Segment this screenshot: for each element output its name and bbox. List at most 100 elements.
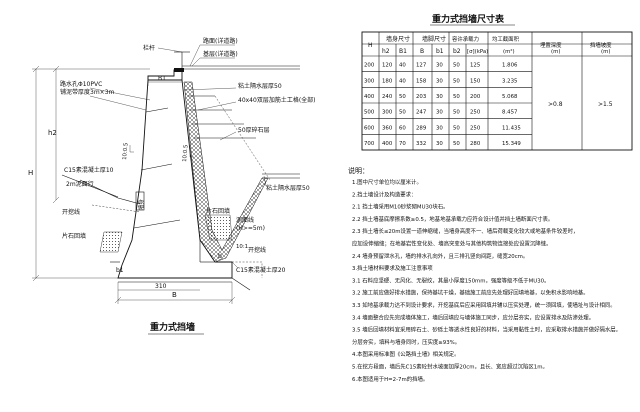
drain-hole-1: [145, 107, 169, 113]
slope-ratio-front: [129, 145, 134, 153]
th-foot: 墙脚尺寸: [422, 35, 446, 43]
table-cell: 40: [399, 78, 406, 84]
note-line: 6.本图适用于H=2-7m的挡墙。: [352, 375, 428, 383]
label-soil2: 粘土隔水层厚50: [266, 184, 310, 192]
label-ratio-back: 10:0.5: [182, 144, 189, 162]
th-bearing: 容许承载力: [452, 35, 479, 43]
table-cell: 30: [436, 63, 443, 69]
table-cell: 250: [470, 110, 481, 116]
label-railing: 栏杆: [143, 44, 155, 52]
road-leader-diag: [189, 44, 201, 67]
note-line: 2.2 挡土墙基底摩擦系数≥0.5，地基地基承载力应符合设计值并挡土墙断面尺寸表…: [352, 215, 553, 223]
wall-mark-box: [135, 191, 145, 211]
drain-hole-2: [140, 163, 173, 171]
th-m: (m): [551, 49, 560, 55]
th-wall: 墙身尺寸: [386, 35, 410, 43]
dim-H-tick-bot: [32, 274, 40, 282]
label-dim-310: 310: [155, 283, 167, 290]
table-cell: 240: [382, 94, 393, 100]
backfill-slope: [214, 95, 271, 181]
table-cell: 8.457: [502, 110, 517, 116]
table-cell: 50: [453, 141, 460, 147]
leader-gravel: [219, 131, 237, 141]
label-rubble: 片石回填: [62, 232, 86, 240]
label-stone: 40x40双层加筋土工格(全部): [238, 96, 316, 104]
wall-section: 栏杆 路面(详道路) 基层(详道路) 路水孔Φ10PVC 铺泥带厚度3m×3m …: [28, 37, 316, 335]
th-B: B: [420, 48, 424, 55]
leader-drain: [89, 87, 151, 101]
table-cell: 203: [416, 94, 426, 100]
td-slope: >1.5: [598, 101, 613, 108]
table-cell: 150: [470, 78, 481, 84]
table-cell: 500: [364, 110, 375, 116]
th-m2: (m²): [503, 48, 515, 55]
table-cell: 125: [470, 63, 480, 69]
table-cell: 50: [453, 63, 460, 69]
wall-front-face: [121, 79, 149, 266]
note-line: 3.挡土墙材料要求及施工注意事项: [352, 264, 433, 272]
slope-ratio-back: [189, 150, 194, 158]
note-line: 3.4 墙面整合应先完成墙体施工，墙后回填应与墙体施工同步，应分层夯实，应设置排…: [352, 313, 594, 321]
note-line: 分层夯实，填料与墙身同时，压实度≥93%。: [352, 338, 460, 346]
table-cell: 300: [382, 110, 393, 116]
th-slope: 挡墙坡度: [590, 41, 612, 49]
table-cell: 50: [453, 94, 460, 100]
th-m-2: (m): [601, 49, 610, 55]
dim-h2-tick-bot: [52, 196, 60, 204]
table-cell: 158: [416, 78, 427, 84]
table-cell: 289: [416, 125, 427, 131]
note-line: 2.4 墙身预留泄水孔，墙的排水孔向外，且三排孔竖向间距，缝宽20cm。: [352, 252, 528, 260]
table-cell: 11.435: [502, 125, 521, 131]
table-cell: 300: [364, 78, 375, 84]
label-soil1: 粘土隔水层厚50: [238, 82, 282, 90]
rubble-fill-front: [99, 231, 123, 253]
table-cell: 5.068: [502, 94, 518, 100]
label-road-base: 基层(详道路): [203, 50, 238, 58]
note-line: 2.3 挡土墙长≤20m设置一道伸缩缝，当墙身高度不一、墙后荷载变化较大或地基条…: [352, 227, 578, 235]
table-cell: 70: [399, 141, 406, 147]
dimension-table: 重力式挡墙尺寸表 H 墙身尺寸 墙脚尺寸 容许承载力 均工截面积 埋置深度 挡墙…: [361, 13, 633, 151]
dim-B-tick-l: [114, 296, 122, 304]
table-cell: 200: [470, 94, 481, 100]
label-gravel-fill: 片石回填: [206, 207, 230, 215]
td-depth: >0.8: [548, 101, 563, 108]
road-leader-diag2: [191, 57, 201, 67]
note-line: 1.图中尺寸单位均以厘米计。: [352, 178, 422, 186]
label-dim-B1: B1: [158, 75, 166, 82]
label-drain3b: (H>=5m): [236, 225, 265, 232]
label-ratio-base: 10:1: [236, 244, 248, 250]
table-cell: 400: [364, 94, 375, 100]
label-c15b: C15素混凝土厚20: [236, 266, 286, 274]
table-cell: 50: [453, 78, 460, 84]
note-line: 3.3 如地基承载力达不到设计要求，开挖基底后应采用回填并辅以压实处理，统一须回…: [352, 301, 616, 309]
label-dim-b1: b1: [116, 267, 124, 274]
table-cell: 50: [399, 110, 406, 116]
label-dim-B: B: [172, 291, 177, 299]
dim-H-tick-top: [32, 65, 40, 73]
th-depth: 埋置深度: [540, 41, 562, 49]
label-drain3: 沥面线: [236, 216, 254, 224]
table-cell: 30: [436, 78, 443, 84]
table-cell: 400: [382, 141, 393, 147]
th-b2: b2: [453, 48, 461, 55]
th-B1: B1: [399, 48, 407, 55]
table-cell: 127: [416, 63, 426, 69]
table-cell: 120: [382, 63, 393, 69]
table-cell: 180: [382, 78, 393, 84]
drawing-title: 重力式挡墙: [150, 321, 195, 333]
label-dim-H: H: [28, 169, 33, 177]
table-cell: 40: [399, 63, 406, 69]
label-dig1: 开挖线: [62, 208, 80, 216]
table-cell: 3.235: [502, 78, 517, 84]
table-cell: 30: [436, 125, 443, 131]
table-cell: 280: [470, 141, 481, 147]
wall-footing: [117, 261, 233, 279]
table-cell: 30: [436, 94, 443, 100]
leader-c15-base: [231, 261, 239, 269]
label-c15: C15素混凝土厚10: [64, 166, 114, 174]
leader-clay-bottom: [263, 175, 267, 187]
note-line: 2.挡土墙设计及构造要求：: [352, 190, 416, 198]
label-dim-b: b: [218, 253, 222, 260]
label-drain2: 铺泥带厚度3m×3m: [60, 88, 115, 96]
